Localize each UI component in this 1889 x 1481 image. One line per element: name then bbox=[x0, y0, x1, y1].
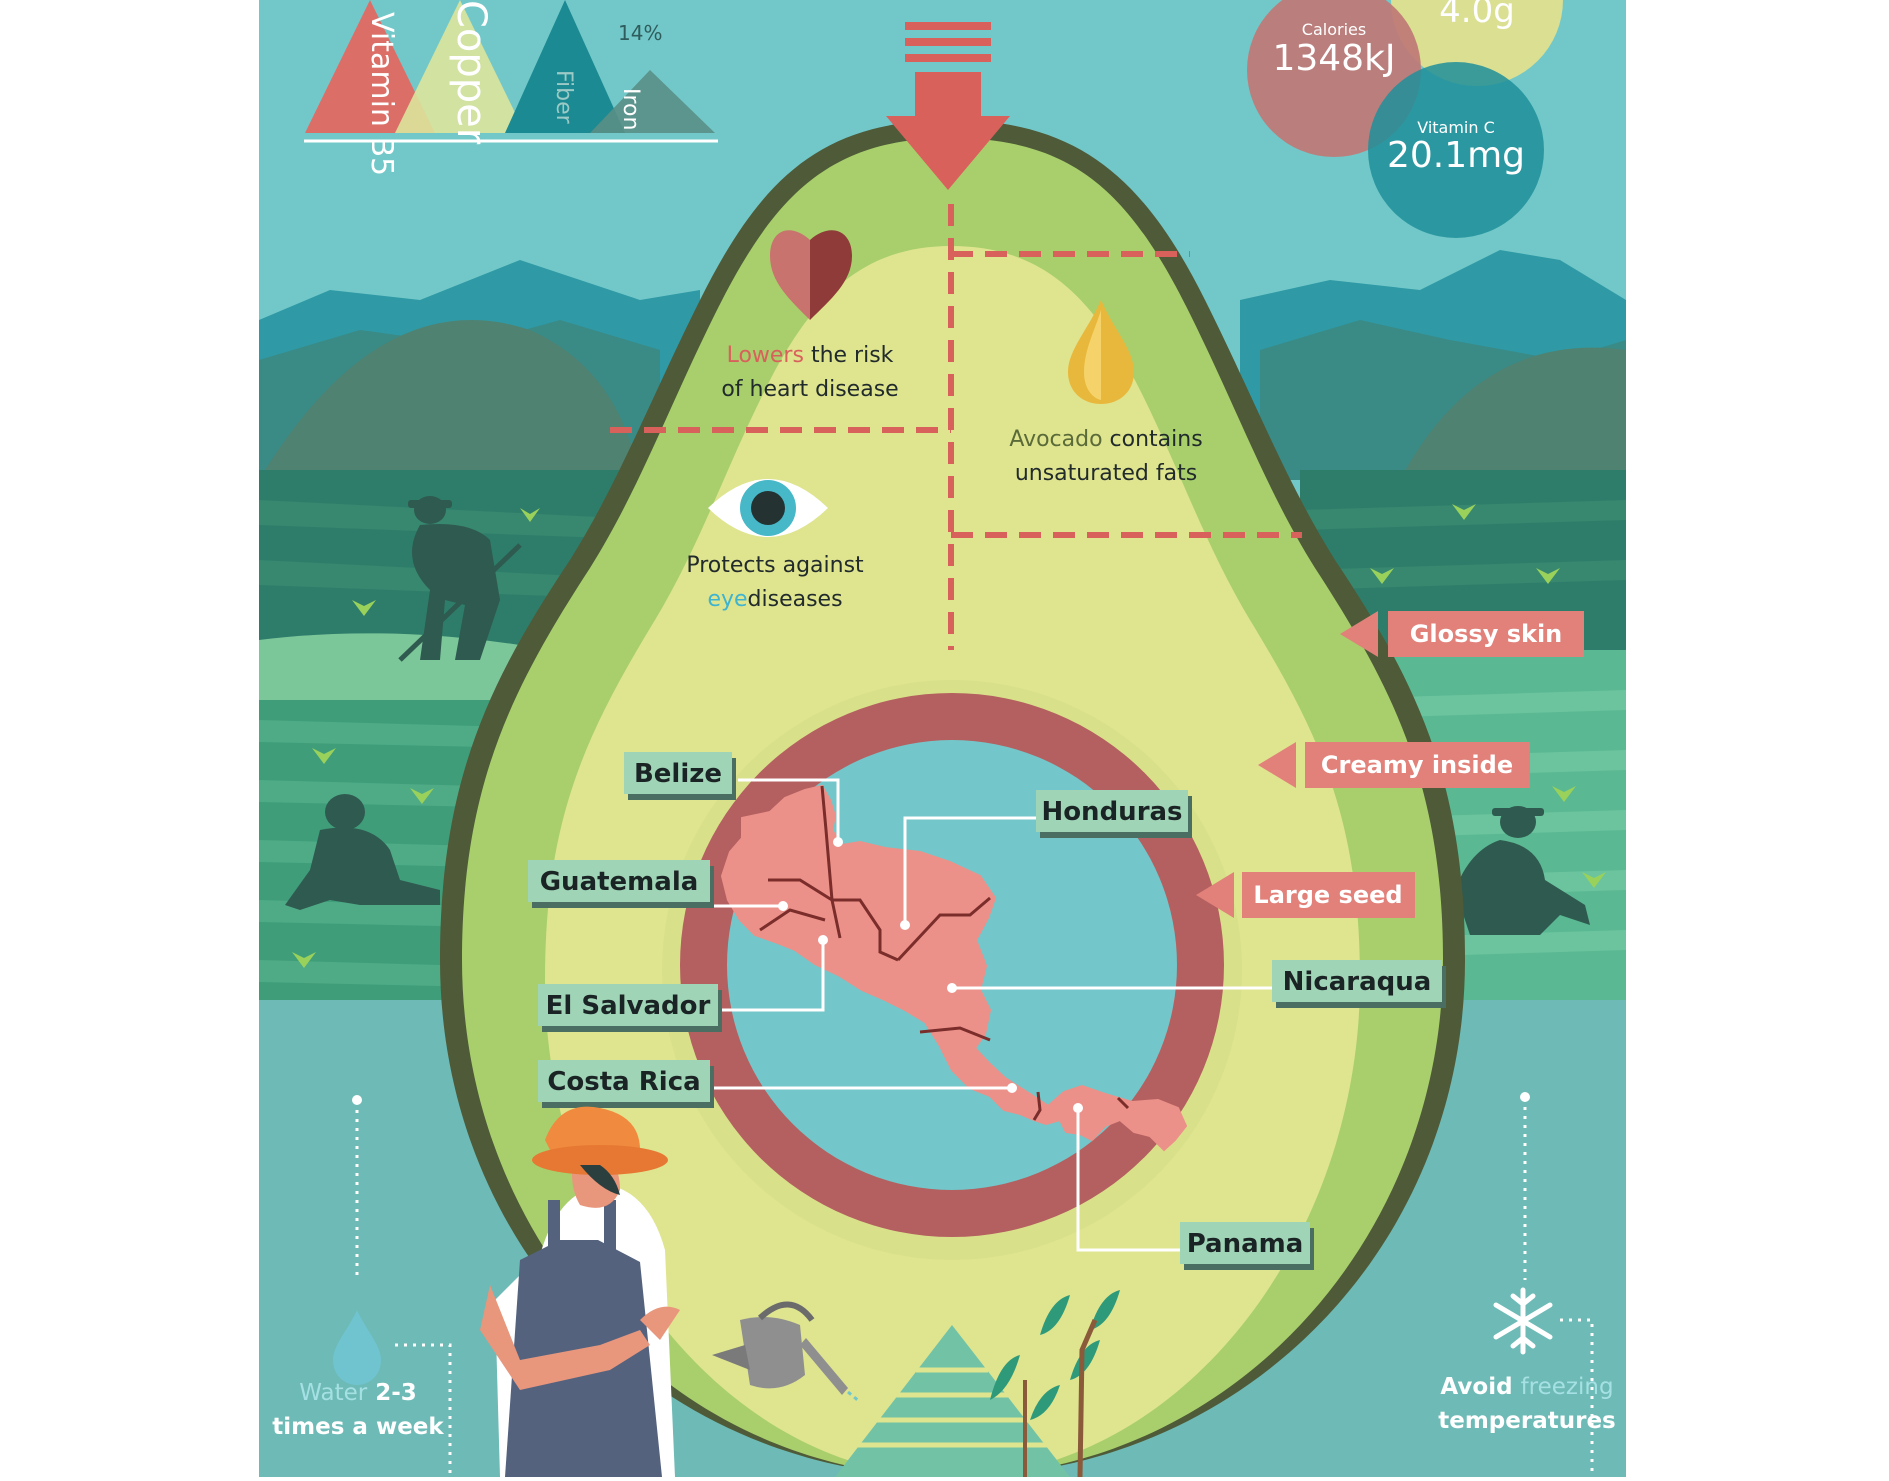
water-drop-icon bbox=[333, 1310, 381, 1385]
vitamin-c-value: 20.1mg bbox=[1387, 135, 1525, 176]
heart-benefit-line1: Lowers the risk bbox=[727, 343, 894, 368]
svg-text:Guatemala: Guatemala bbox=[540, 867, 699, 897]
svg-text:Belize: Belize bbox=[634, 759, 722, 789]
country-label-costa-rica: Costa Rica bbox=[538, 1060, 714, 1108]
frost-care-section: Avoid freezing temperatures bbox=[1438, 1092, 1616, 1477]
eyes-benefit-line1: Protects against bbox=[686, 553, 864, 578]
vitamin-c-circle bbox=[1368, 62, 1544, 238]
copper-label: Copper bbox=[448, 0, 494, 145]
country-marker-dots bbox=[778, 837, 1083, 1113]
iron-percent-label: 14% bbox=[618, 21, 662, 45]
tree-pyramid-illustration bbox=[835, 1290, 1120, 1478]
country-label-panama: Panama bbox=[1180, 1222, 1314, 1270]
anatomy-label-skin: Glossy skin bbox=[1340, 611, 1584, 657]
vitamin-b5-triangle bbox=[305, 0, 435, 133]
central-america-map bbox=[720, 784, 1188, 1152]
nutrition-circles: 4.0g Calories 1348kJ Vitamin C 20.1mg bbox=[1247, 0, 1563, 238]
dashed-dividers bbox=[610, 204, 1302, 650]
large-seed-label: Large seed bbox=[1253, 881, 1402, 909]
snowflake-icon bbox=[1493, 1287, 1553, 1355]
svg-text:Panama: Panama bbox=[1187, 1229, 1304, 1259]
nutrients-triangle-chart: Vitamin B5 Copper Fiber Iron 14% bbox=[304, 0, 718, 176]
farmer-crouching-silhouette bbox=[1455, 806, 1590, 935]
heart-benefit-line2: of heart disease bbox=[721, 377, 898, 402]
water-line1: Water 2-3 bbox=[299, 1380, 417, 1406]
eyes-benefit-line2: eyediseases bbox=[707, 587, 842, 612]
farmer-kneeling-silhouette bbox=[285, 794, 440, 910]
oil-drop-icon bbox=[1068, 300, 1134, 404]
water-care-section: Water 2-3 times a week bbox=[272, 1095, 452, 1477]
sprout-icons bbox=[292, 504, 1606, 968]
svg-text:Nicaraqua: Nicaraqua bbox=[1283, 967, 1432, 997]
country-label-honduras: Honduras bbox=[1036, 790, 1192, 838]
svg-text:Costa Rica: Costa Rica bbox=[547, 1067, 700, 1097]
svg-text:Honduras: Honduras bbox=[1041, 797, 1182, 827]
country-leader-lines bbox=[710, 778, 1272, 1252]
eye-icon bbox=[708, 479, 828, 537]
vitamin-c-label: Vitamin C bbox=[1417, 118, 1495, 137]
frost-line2: temperatures bbox=[1438, 1408, 1616, 1434]
svg-text:El Salvador: El Salvador bbox=[546, 991, 711, 1021]
calories-label: Calories bbox=[1302, 20, 1366, 39]
fiber-triangle bbox=[505, 0, 625, 133]
calories-value: 1348kJ bbox=[1272, 38, 1395, 79]
country-label-nicaraqua: Nicaraqua bbox=[1272, 960, 1446, 1008]
vitamin-b5-label: Vitamin B5 bbox=[364, 12, 399, 176]
country-label-belize: Belize bbox=[624, 752, 736, 800]
fiber-label: Fiber bbox=[551, 70, 576, 125]
top-circle-value: 4.0g bbox=[1439, 0, 1515, 31]
anatomy-label-seed: Large seed bbox=[1196, 872, 1415, 918]
farmer-hoeing-silhouette bbox=[398, 496, 522, 662]
glossy-skin-label: Glossy skin bbox=[1410, 620, 1563, 648]
creamy-inside-label: Creamy inside bbox=[1321, 751, 1513, 779]
copper-triangle bbox=[395, 0, 525, 133]
top-circle bbox=[1391, 0, 1563, 86]
fats-benefit-line2: unsaturated fats bbox=[1015, 461, 1197, 486]
iron-label: Iron bbox=[618, 88, 643, 130]
heart-icon bbox=[770, 230, 852, 320]
country-label-guatemala: Guatemala bbox=[528, 860, 714, 908]
anatomy-label-inside: Creamy inside bbox=[1258, 742, 1530, 788]
fats-benefit-line1: Avocado contains bbox=[1009, 427, 1202, 452]
frost-line1: Avoid freezing bbox=[1440, 1374, 1613, 1400]
gardener-illustration bbox=[480, 1106, 861, 1477]
water-line2: times a week bbox=[272, 1414, 444, 1440]
iron-triangle bbox=[590, 70, 715, 133]
down-arrow-graphic bbox=[886, 22, 1010, 190]
country-label-el-salvador: El Salvador bbox=[538, 984, 722, 1032]
